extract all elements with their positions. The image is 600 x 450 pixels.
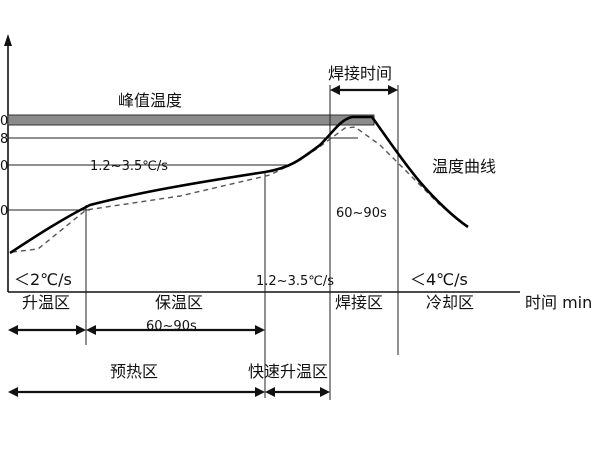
y-tick-label: 0 bbox=[0, 114, 8, 129]
peak-temp-label: 峰值温度 bbox=[118, 91, 182, 110]
zone-soak-label: 保温区 bbox=[155, 293, 203, 312]
peak-temp-bar bbox=[7, 114, 375, 126]
y-axis-arrowhead bbox=[4, 34, 12, 46]
x-axis-label: 时间 min bbox=[525, 293, 592, 312]
rate-rise-2-label: 1.2~3.5℃/s bbox=[256, 274, 334, 289]
time-60-90-top-label: 60~90s bbox=[336, 206, 387, 221]
welding-time-label: 焊接时间 bbox=[328, 64, 392, 83]
temperature-curve bbox=[9, 115, 469, 255]
ideal-profile-curve bbox=[11, 126, 441, 253]
zone-fast-rise-label: 快速升温区 bbox=[248, 362, 328, 381]
zone-preheat-label: 预热区 bbox=[110, 362, 158, 381]
y-tick-label: 0 bbox=[0, 159, 8, 174]
zone-weld-label: 焊接区 bbox=[335, 293, 383, 312]
y-tick-label: 0 bbox=[0, 204, 8, 219]
zone-cool-label: 冷却区 bbox=[426, 293, 474, 312]
time-60-90-bottom-label: 60~90s bbox=[146, 319, 197, 334]
zone-rise-label: 升温区 bbox=[22, 293, 70, 312]
rate-lt2-label: ＜2℃/s bbox=[14, 270, 72, 289]
rate-rise-1-label: 1.2~3.5℃/s bbox=[90, 159, 168, 174]
rate-lt4-label: ＜4℃/s bbox=[410, 270, 468, 289]
y-tick-label: 8 bbox=[0, 132, 8, 147]
temp-curve-label: 温度曲线 bbox=[432, 157, 496, 176]
